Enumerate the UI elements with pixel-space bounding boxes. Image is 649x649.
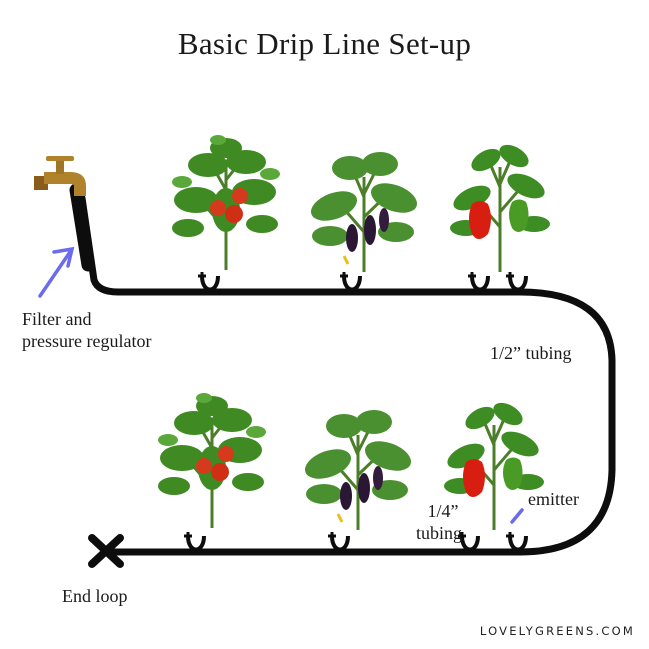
filter-regulator — [69, 183, 95, 272]
filter-label: Filter and pressure regulator — [22, 308, 151, 352]
eggplant-plant-top — [305, 150, 423, 274]
emitter-label: emitter — [528, 489, 579, 509]
emitter-bottom-4 — [504, 530, 528, 552]
main-tubing — [78, 194, 616, 556]
eggplant-plant-bottom — [299, 408, 417, 532]
tomato-plant-bottom — [156, 391, 268, 530]
emitter-bottom-1 — [182, 530, 206, 552]
tomato-plant-top — [170, 133, 282, 272]
emitter-top-4 — [504, 270, 528, 292]
emitter-bottom-2 — [326, 530, 350, 552]
arrow-icon — [38, 246, 75, 298]
emitter-top-3 — [466, 270, 490, 292]
emitter-pointer-icon — [510, 508, 524, 524]
end-loop-cross-icon — [88, 534, 124, 568]
site-credit: LOVELYGREENS.COM — [479, 624, 635, 638]
emitter-top-2 — [338, 270, 362, 292]
pepper-plant-top — [448, 138, 552, 274]
filter-label-line2: pressure regulator — [22, 331, 152, 351]
quarter-inch-tubing-label: 1/4” tubing — [416, 500, 462, 544]
end-loop-label: End loop — [62, 586, 128, 606]
faucet-icon — [34, 156, 86, 196]
quarter-inch-label-line2: tubing — [416, 523, 463, 543]
emitter-top-1 — [196, 270, 220, 292]
half-inch-tubing-label: 1/2” tubing — [490, 343, 572, 363]
filter-label-line1: Filter and — [22, 309, 92, 329]
diagram-title: Basic Drip Line Set-up — [177, 26, 472, 61]
quarter-inch-label-line1: 1/4” — [427, 501, 459, 521]
